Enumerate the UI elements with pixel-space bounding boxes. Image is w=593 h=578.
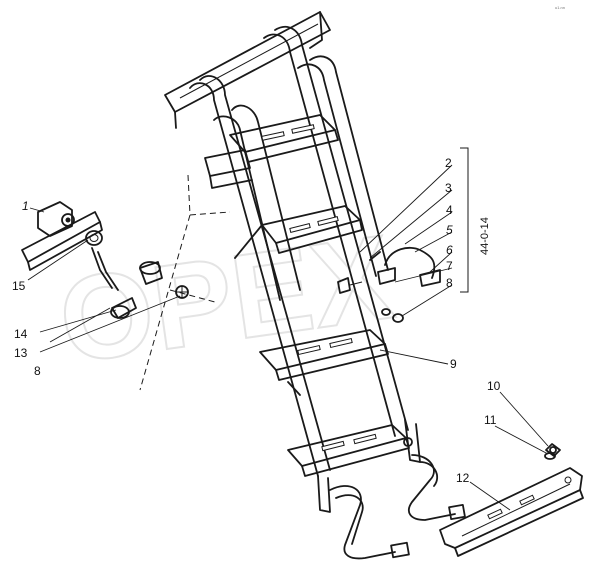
step-1 <box>229 114 339 163</box>
side-bracket <box>204 149 253 189</box>
part-10-11-bolt <box>544 443 561 460</box>
ladder-right-rail <box>263 25 409 437</box>
label-3: 3 <box>445 181 452 195</box>
ladder-left-rail <box>189 75 331 477</box>
label-13: 13 <box>14 346 28 360</box>
label-6: 6 <box>446 243 453 257</box>
group-reference: 44-0-14 <box>479 217 491 255</box>
step-2 <box>234 205 363 259</box>
leader-lines <box>27 164 549 511</box>
label-15: 15 <box>12 279 26 293</box>
label-1: 1 <box>22 199 29 213</box>
label-11: 11 <box>484 413 497 427</box>
left-latch-parts <box>21 201 189 319</box>
lower-folding-section <box>317 419 466 560</box>
label-5: 5 <box>446 223 453 237</box>
label-10: 10 <box>487 379 501 393</box>
group-bracket <box>460 147 469 293</box>
label-9: 9 <box>450 357 457 371</box>
top-mounting-bracket <box>164 11 331 129</box>
watermark: OPEX <box>51 210 400 389</box>
label-8-left: 8 <box>34 364 41 378</box>
label-12: 12 <box>456 471 470 485</box>
label-4: 4 <box>446 203 453 217</box>
label-7: 7 <box>446 259 453 273</box>
label-8-right: 8 <box>446 276 453 290</box>
assembly-guideline <box>139 174 231 391</box>
label-2: 2 <box>445 156 452 170</box>
label-14: 14 <box>14 327 28 341</box>
part-labels: 1 2 3 4 5 6 7 8 9 10 11 12 13 14 15 8 44… <box>12 156 501 485</box>
corner-note: u1.nn <box>555 5 565 10</box>
part-12-mount-plate <box>439 467 584 557</box>
clamp-assembly <box>337 246 441 323</box>
step-3 <box>259 329 389 396</box>
